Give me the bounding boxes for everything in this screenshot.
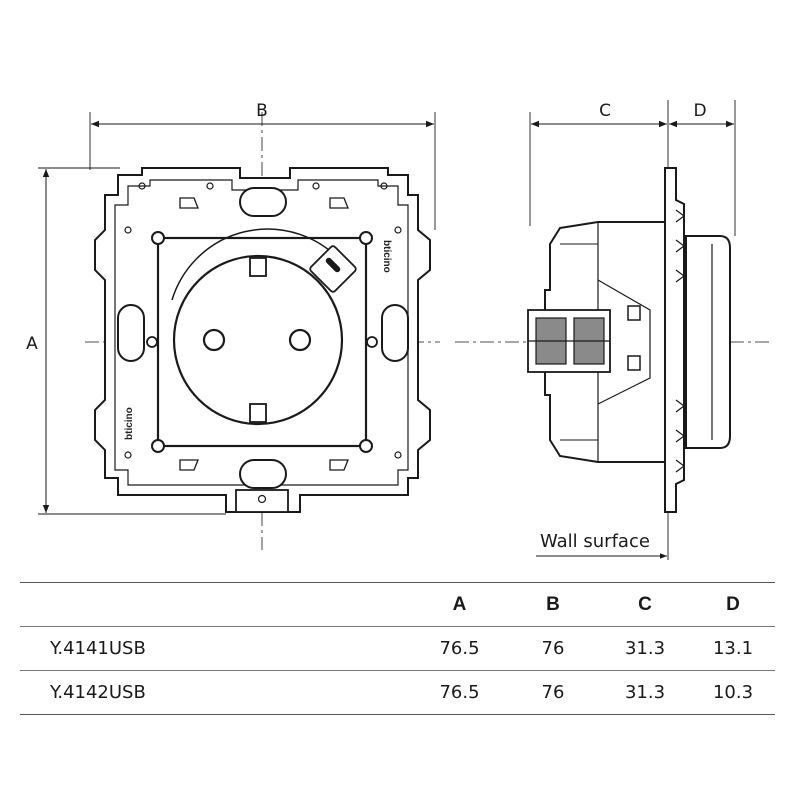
table-header-a: A xyxy=(452,593,467,615)
frame-hole xyxy=(380,182,388,190)
side-view: Wall surface xyxy=(455,167,770,560)
row-d: 10.3 xyxy=(712,682,754,703)
indicator-window xyxy=(627,305,641,321)
dimension-d: D xyxy=(669,100,736,236)
table-header-b: B xyxy=(546,593,560,615)
bottom-tab xyxy=(235,489,289,513)
dim-d-label: D xyxy=(693,101,706,121)
front-cover xyxy=(685,235,731,449)
table-header-model xyxy=(20,583,412,627)
mounting-plate-teeth xyxy=(675,209,685,473)
usb-c-port xyxy=(325,257,341,273)
corner-screw xyxy=(359,439,373,453)
frame-hole xyxy=(138,182,146,190)
table-header-d: D xyxy=(726,593,740,615)
wall-surface-label: Wall surface xyxy=(540,531,650,552)
row-model: Y.4141USB xyxy=(50,638,146,659)
corner-screw xyxy=(151,231,165,245)
corner-screw xyxy=(151,439,165,453)
pin-hole-right xyxy=(288,328,312,352)
dimension-a: A xyxy=(26,167,226,515)
dimension-b: B xyxy=(89,101,436,230)
side-screw xyxy=(366,336,378,348)
frame-clip xyxy=(179,197,349,471)
row-b: 76 xyxy=(541,682,565,703)
frame-hole xyxy=(124,226,132,234)
mounting-plate xyxy=(664,167,685,513)
dim-b-label: B xyxy=(256,101,268,121)
frame-hole xyxy=(312,182,320,190)
socket-rim-arc xyxy=(171,228,341,301)
table-row: Y.4141USB 76.5 76 31.3 13.1 xyxy=(20,626,775,671)
brand-text-left: bticino xyxy=(124,407,135,440)
row-c: 31.3 xyxy=(624,638,666,659)
dim-c-label: C xyxy=(599,101,611,121)
row-model: Y.4142USB xyxy=(50,682,146,703)
row-c: 31.3 xyxy=(624,682,666,703)
table-header-row: A B C D xyxy=(20,582,775,627)
front-view: bticino bticino xyxy=(85,112,440,550)
row-b: 76 xyxy=(541,638,565,659)
row-a: 76.5 xyxy=(439,682,480,703)
row-d: 13.1 xyxy=(712,638,754,659)
brand-text-right: bticino xyxy=(381,240,392,273)
dim-a-label: A xyxy=(26,334,38,354)
top-slot xyxy=(239,187,287,217)
socket-recess xyxy=(172,254,344,426)
bottom-tab-hole xyxy=(257,494,267,504)
table-header-c: C xyxy=(638,593,652,615)
row-a: 76.5 xyxy=(439,638,480,659)
mounting-frame-inner xyxy=(114,179,409,486)
frame-hole xyxy=(394,226,402,234)
dimensions-table: A B C D Y.4141USB 76.5 76 31.3 13.1 Y.41… xyxy=(20,582,775,715)
bottom-slot xyxy=(239,459,287,489)
frame-hole xyxy=(206,182,214,190)
side-screw xyxy=(146,336,158,348)
left-slot xyxy=(117,304,145,362)
indicator-window xyxy=(627,355,641,371)
right-slot xyxy=(381,304,409,362)
body-bevel xyxy=(597,279,651,405)
earth-clip-top xyxy=(249,257,267,277)
table-row: Y.4142USB 76.5 76 31.3 10.3 xyxy=(20,670,775,715)
pin-hole-left xyxy=(202,328,226,352)
earth-clip-bottom xyxy=(249,403,267,423)
frame-hole xyxy=(124,451,132,459)
frame-hole xyxy=(394,451,402,459)
corner-screw xyxy=(359,231,373,245)
dimension-c: C xyxy=(529,100,669,226)
technical-drawing: bticino bticino B A xyxy=(26,100,770,560)
